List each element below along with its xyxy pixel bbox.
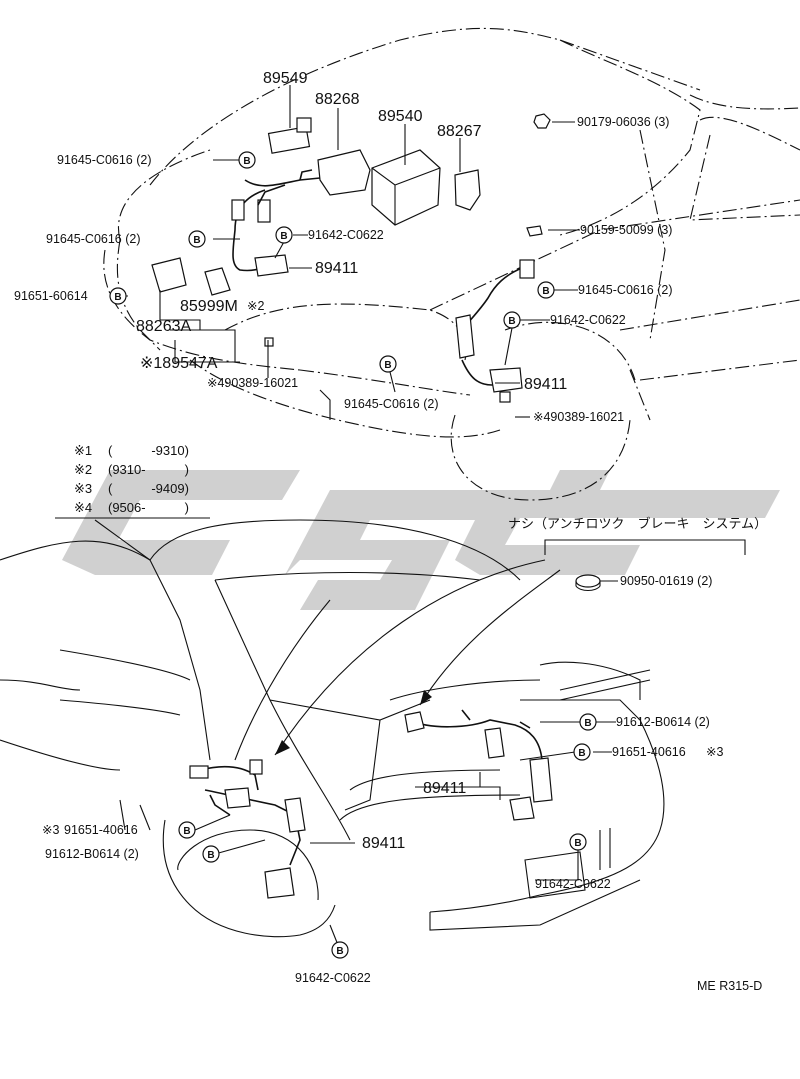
part-label-91642-c0622: 91642-C0622 — [308, 228, 384, 242]
bolt-symbols-rear — [178, 713, 597, 959]
legend-range: ( -9310) — [108, 443, 189, 458]
bolt-symbols-front — [109, 151, 555, 373]
part-label-91612-b0614: 91612-B0614 (2) — [45, 847, 139, 861]
part-label-91612-b0614: 91612-B0614 (2) — [616, 715, 710, 729]
bolt-letter: B — [193, 235, 200, 246]
part-label-89411: 89411 — [423, 780, 466, 797]
part-label-91651-40616: 91651-40616 — [612, 745, 686, 759]
part-label-91645-c0616: 91645-C0616 (2) — [46, 232, 141, 246]
bolt-letter: B — [578, 748, 585, 759]
part-label-88267: 88267 — [437, 123, 482, 140]
legend-range: ( -9409) — [108, 481, 189, 496]
part-label-91642-c0622: 91642-C0622 — [550, 313, 626, 327]
part-mark-91651-40616: ※3 — [706, 745, 723, 759]
part-label-91645-c0616: 91645-C0616 (2) — [344, 397, 439, 411]
part-label-90389-16021: ※490389-16021 — [207, 376, 298, 390]
part-label-85999m: 85999M — [180, 298, 238, 315]
part-label-91645-c0616: 91645-C0616 (2) — [57, 153, 152, 167]
legend-range: (9310- ) — [108, 462, 189, 477]
bolt-letters: B B B B B B B B B B B B B — [114, 156, 591, 957]
rear-leader-lines — [194, 539, 746, 951]
part-label-91651-40616: 91651-40616 — [64, 823, 138, 837]
bolt-letter: B — [207, 850, 214, 861]
part-label-90389-16021: ※490389-16021 — [533, 410, 624, 424]
legend-mark: ※4 — [74, 500, 92, 515]
part-label-89549: 89549 — [263, 70, 308, 87]
legend-mark: ※3 — [74, 481, 92, 496]
bolt-letter: B — [243, 156, 250, 167]
abs-note: ナシ（アンチロツク ブレーキ システム） — [508, 516, 767, 531]
part-label-90950-01619: 90950-01619 (2) — [620, 574, 712, 588]
part-label-88263a: 88263A — [136, 318, 191, 335]
part-label-91645-c0616: 91645-C0616 (2) — [578, 283, 673, 297]
bolt-letter: B — [114, 292, 121, 303]
part-label-89411: 89411 — [524, 376, 567, 393]
bolt-letter: B — [336, 946, 343, 957]
abs-arrows — [274, 559, 561, 756]
bolt-letter: B — [574, 838, 581, 849]
bolt-letter: B — [584, 718, 591, 729]
rear-components — [189, 574, 601, 899]
part-label-89411: 89411 — [362, 835, 405, 852]
bolt-letter: B — [508, 316, 515, 327]
part-label-90159-50099: 90159-50099 (3) — [580, 223, 672, 237]
part-label-91642-c0622: 91642-C0622 — [295, 971, 371, 985]
part-label-91651-60614: 91651-60614 — [14, 289, 88, 303]
rear-car-outline — [0, 519, 665, 938]
part-label-90179-06036: 90179-06036 (3) — [577, 115, 669, 129]
legend-mark: ※2 — [74, 462, 92, 477]
front-components — [151, 113, 551, 403]
rear-labels: ナシ（アンチロツク ブレーキ システム） 90950-01619 (2) 916… — [42, 516, 767, 993]
legend: ※1 ( -9310) ※2 (9310- ) ※3 ( -9409) ※4 (… — [55, 443, 210, 519]
bolt-letter: B — [183, 826, 190, 837]
part-label-89540: 89540 — [378, 108, 423, 125]
bolt-letter: B — [384, 360, 391, 371]
part-label-91642-c0622: 91642-C0622 — [535, 877, 611, 891]
part-label-89547a: ※189547A — [140, 355, 218, 372]
legend-range: (9506- ) — [108, 500, 189, 515]
drawing-code: ME R315-D — [697, 979, 762, 993]
bolt-letter: B — [542, 286, 549, 297]
bolt-letter: B — [280, 231, 287, 242]
part-mark-85999m: ※2 — [247, 299, 264, 313]
part-label-89411: 89411 — [315, 260, 358, 277]
legend-mark: ※1 — [74, 443, 92, 458]
front-labels: 89549 88268 89540 88267 90179-06036 (3) … — [14, 70, 673, 424]
front-car-outline — [103, 27, 800, 501]
watermark-logo — [62, 470, 780, 610]
part-mark-91651-40616: ※3 — [42, 823, 59, 837]
part-label-88268: 88268 — [315, 91, 360, 108]
